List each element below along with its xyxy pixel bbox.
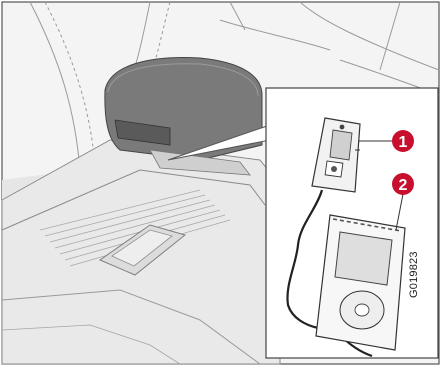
callout-1-number: 1 <box>399 134 408 151</box>
callout-2-number: 2 <box>399 177 408 194</box>
ipod-device <box>316 215 405 350</box>
image-code-label: G019823 <box>408 258 422 298</box>
